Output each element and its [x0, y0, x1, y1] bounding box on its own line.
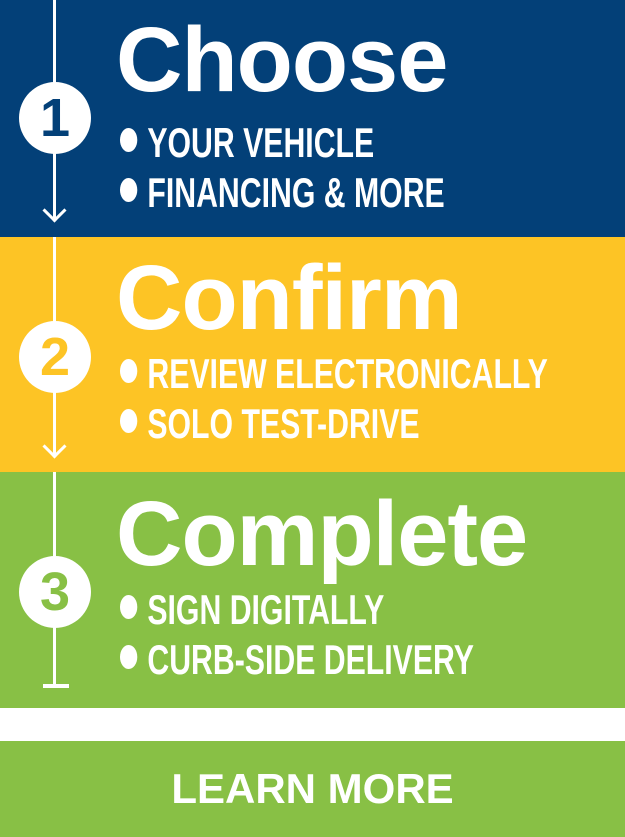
bullet-icon — [120, 128, 138, 152]
step-confirm-section — [0, 237, 625, 472]
bullet-text: SOLO TEST-DRIVE — [147, 400, 420, 447]
step-number-3: 3 — [19, 556, 91, 628]
bullet-text: SIGN DIGITALLY — [147, 586, 385, 633]
bullet-icon — [120, 359, 138, 383]
bullet-text: FINANCING & MORE — [147, 169, 445, 216]
learn-more-label: LEARN MORE — [171, 765, 454, 812]
step-choose-section — [0, 0, 625, 237]
step-bullet: FINANCING & MORE — [120, 172, 445, 214]
step-title: Complete — [116, 483, 528, 585]
bullet-icon — [120, 645, 138, 669]
step-complete-section — [0, 472, 625, 708]
step-title: Confirm — [116, 247, 463, 349]
step-bullet: YOUR VEHICLE — [120, 122, 374, 164]
step-number-1: 1 — [19, 82, 91, 154]
step-bullet: SIGN DIGITALLY — [120, 589, 384, 631]
bullet-text: YOUR VEHICLE — [147, 119, 375, 166]
bullet-icon — [120, 595, 138, 619]
step-bullet: CURB-SIDE DELIVERY — [120, 639, 474, 681]
step-bullet: REVIEW ELECTRONICALLY — [120, 353, 548, 395]
bullet-icon — [120, 178, 138, 202]
step-bullet: SOLO TEST-DRIVE — [120, 403, 420, 445]
bullet-text: REVIEW ELECTRONICALLY — [147, 350, 548, 397]
bullet-text: CURB-SIDE DELIVERY — [147, 636, 474, 683]
timeline-end-icon — [43, 684, 69, 688]
bullet-icon — [120, 409, 138, 433]
step-number-2: 2 — [19, 321, 91, 393]
step-title: Choose — [116, 9, 448, 111]
learn-more-button[interactable]: LEARN MORE — [0, 741, 625, 837]
